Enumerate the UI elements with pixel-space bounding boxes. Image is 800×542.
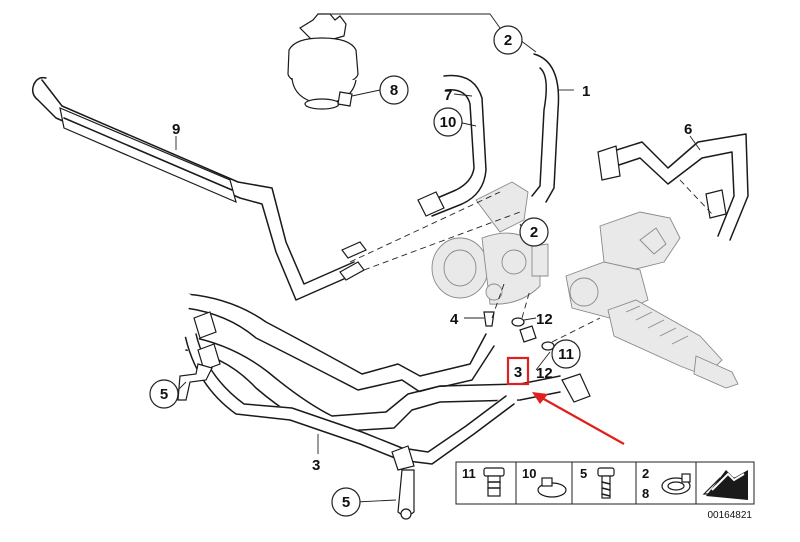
label-3: 3 bbox=[312, 457, 320, 474]
svg-text:2: 2 bbox=[504, 32, 512, 49]
power-steering-pump bbox=[431, 181, 549, 305]
legend-label-10: 10 bbox=[522, 466, 536, 481]
spring-clamp-icon bbox=[661, 473, 691, 495]
svg-text:10: 10 bbox=[440, 114, 457, 131]
bracket-lower bbox=[397, 469, 415, 520]
hose-clamp-icon bbox=[537, 477, 567, 498]
callout-2-pump: 2 bbox=[519, 217, 549, 247]
bracket-upper bbox=[177, 363, 213, 401]
callout-5-upper: 5 bbox=[149, 379, 179, 409]
label-6: 6 bbox=[684, 121, 692, 138]
label-7: 7 bbox=[444, 87, 452, 104]
legend-label-8: 8 bbox=[642, 486, 649, 501]
label-4: 4 bbox=[450, 311, 459, 328]
power-steering-cooler bbox=[31, 76, 367, 301]
reference-lines bbox=[349, 179, 713, 343]
callout-8: 8 bbox=[379, 75, 409, 105]
svg-text:5: 5 bbox=[160, 386, 168, 403]
legend-label-5: 5 bbox=[580, 466, 587, 481]
catalog-number: 00164821 bbox=[708, 510, 753, 521]
svg-text:2: 2 bbox=[530, 224, 538, 241]
return-hose bbox=[530, 52, 560, 208]
steering-rack bbox=[565, 211, 739, 389]
hardware-legend: 11 10 5 2 8 bbox=[455, 461, 755, 505]
label-1: 1 bbox=[582, 83, 590, 100]
callout-5-lower: 5 bbox=[331, 487, 361, 517]
legend-label-11: 11 bbox=[462, 466, 476, 481]
svg-text:3: 3 bbox=[514, 364, 522, 381]
svg-text:5: 5 bbox=[342, 494, 350, 511]
bolt-icon bbox=[597, 467, 615, 499]
fluid-reservoir bbox=[287, 13, 359, 110]
label-9: 9 bbox=[172, 121, 180, 138]
red-pointer-arrow bbox=[532, 392, 625, 445]
direction-arrow-icon bbox=[702, 470, 748, 500]
callout-10: 10 bbox=[433, 107, 463, 137]
hydraulic-lines bbox=[173, 292, 591, 471]
plug-icon bbox=[483, 467, 505, 497]
svg-text:11: 11 bbox=[558, 346, 574, 363]
suction-hose bbox=[417, 74, 487, 217]
svg-text:8: 8 bbox=[390, 82, 398, 99]
seal-parts bbox=[483, 311, 555, 351]
legend-label-2: 2 bbox=[642, 466, 649, 481]
highlighted-part-3: 3 bbox=[506, 356, 530, 386]
callout-11: 11 bbox=[551, 339, 581, 369]
label-12-lower: 12 bbox=[536, 365, 553, 382]
label-12-upper: 12 bbox=[536, 311, 553, 328]
callout-2-top: 2 bbox=[493, 25, 523, 55]
leader-lines bbox=[175, 13, 701, 503]
